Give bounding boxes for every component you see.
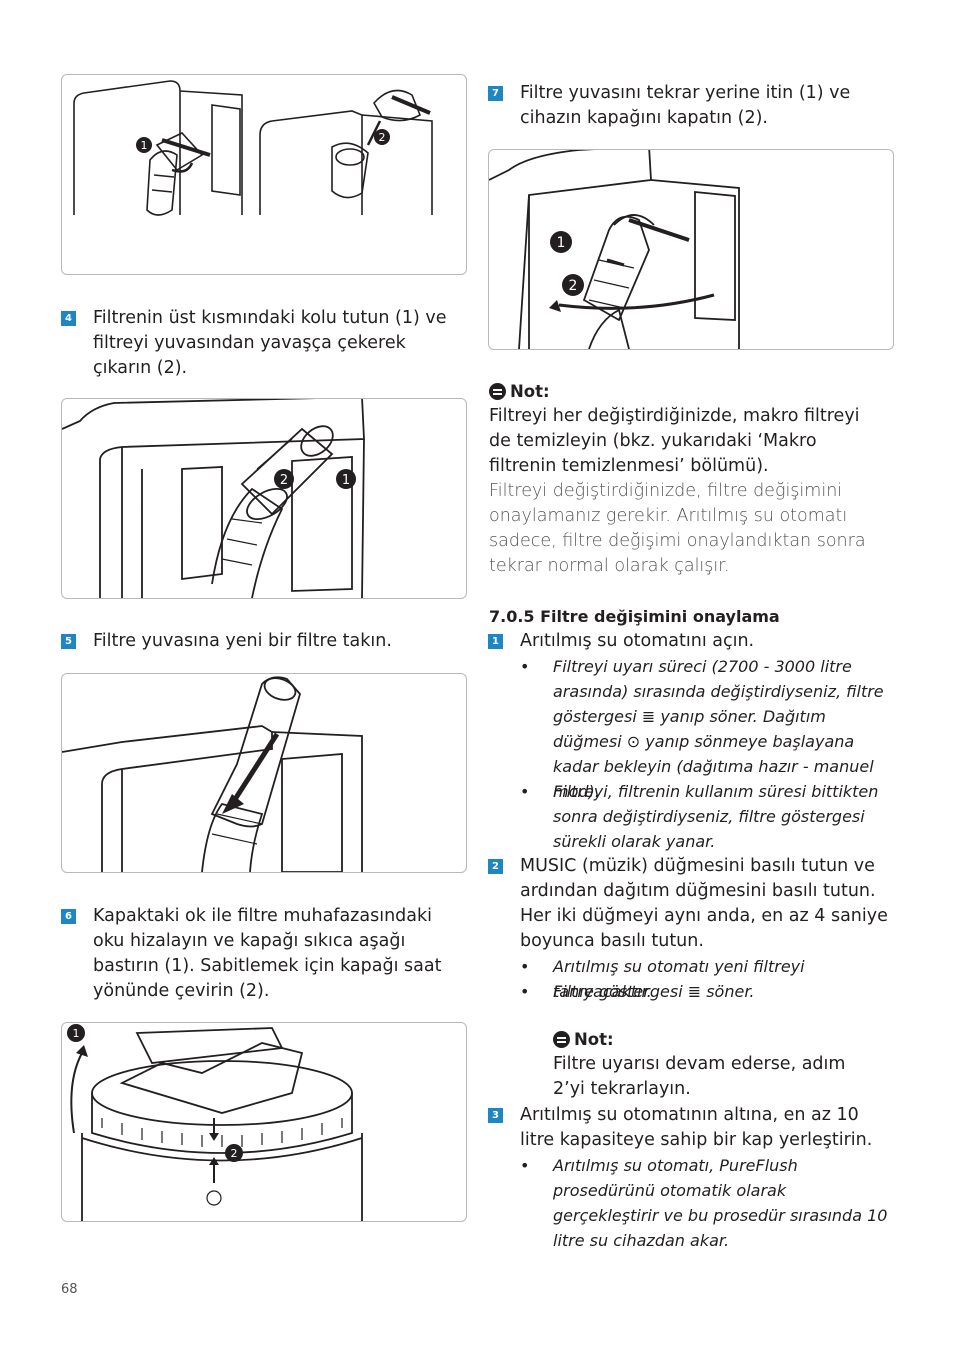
bullet-text: Filtreyi, filtrenin kullanım süresi bitt… [553,782,879,851]
step-number: 3 [488,1108,503,1123]
bullet-item: • Filtreyi, filtrenin kullanım süresi bi… [520,779,892,854]
step-number: 6 [61,909,76,924]
figure-remove-filter: 2 1 [61,398,467,599]
remove-label-2: 2 [280,473,288,488]
bullet-text: Arıtılmış su otomatı yeni filtreyi tanıy… [553,957,805,1001]
note-icon [553,1031,570,1048]
bullet-dot: • [520,957,530,976]
page-number: 68 [61,1282,78,1297]
twist-lever-illustration: 1 2 [73,80,433,216]
note-heading-text: Not: [574,1030,614,1049]
step-text: Kapaktaki ok ile filtre muhafazasındaki … [93,906,442,1001]
step-text: Arıtılmış su otomatının altına, en az 10… [520,1105,873,1150]
bullet-item: • Arıtılmış su otomatı, PureFlush prosed… [520,1153,896,1253]
step-text: Filtrenin üst kısmındaki kolu tutun (1) … [93,308,447,378]
bullet-dot: • [520,657,530,676]
note-heading: Not: [553,1029,614,1051]
confirm-step-3: 3 Arıtılmış su otomatının altına, en az … [488,1103,894,1153]
step-number: 7 [488,86,503,101]
bullet-text: Filtreyi uyarı süreci (2700 - 3000 litre… [553,657,884,801]
confirm-step-2: 2 MUSIC (müzik) düğmesini basılı tutun v… [488,854,894,954]
note-text: Filtreyi her değiştirdiğinizde, makro fi… [489,406,860,476]
section-title: 7.0.5 Filtre değişimini onaylama [489,607,780,626]
remove-label-1: 1 [342,473,350,488]
bullet-text: Filtre göstergesi ≣ söner. [553,982,755,1001]
bullet-item: • Filtre göstergesi ≣ söner. [520,979,892,1004]
step-number: 2 [488,859,503,874]
lid-label-1: 1 [557,235,566,251]
confirm-step-1: 1 Arıtılmış su otomatını açın. [488,629,894,654]
note-icon [489,383,506,400]
note-heading: Not: [489,381,550,403]
step-text: Filtre yuvasını tekrar yerine itin (1) v… [520,83,851,128]
figure-insert-filter [61,673,467,873]
twist-label-1: 1 [141,139,148,152]
step-number: 5 [61,634,76,649]
step-6: 6 Kapaktaki ok ile filtre muhafazasındak… [61,904,465,1004]
step-5: 5 Filtre yuvasına yeni bir filtre takın. [61,629,465,654]
cap-label-1: 1 [73,1027,80,1040]
cap-label-2: 2 [231,1147,238,1160]
lock-cap-illustration: 1 2 [67,1024,363,1221]
figure-lock-cap: 1 2 [61,1022,467,1222]
bullet-dot: • [520,982,530,1001]
figure-twist-lever: 1 2 [61,74,467,275]
bullet-dot: • [520,1156,530,1175]
insert-filter-illustration [62,676,363,872]
bullet-text: Arıtılmış su otomatı, PureFlush prosedür… [553,1156,888,1250]
step-4: 4 Filtrenin üst kısmındaki kolu tutun (1… [61,306,465,381]
bullet-dot: • [520,782,530,801]
step-number: 4 [61,311,76,326]
step-text: Arıtılmış su otomatını açın. [520,631,755,651]
step-text: MUSIC (müzik) düğmesini basılı tutun ve … [520,856,888,951]
remove-filter-illustration: 2 1 [62,399,365,598]
step-text: Filtre yuvasına yeni bir filtre takın. [93,631,392,651]
step-7: 7 Filtre yuvasını tekrar yerine itin (1)… [488,81,894,131]
bullet-item: • Filtreyi uyarı süreci (2700 - 3000 lit… [520,654,892,804]
bullet-item: • Arıtılmış su otomatı yeni filtreyi tan… [520,954,892,1004]
note-text: Filtre uyarısı devam ederse, adım 2’yi t… [553,1054,846,1099]
note-text-light: Filtreyi değiştirdiğinizde, filtre değiş… [489,481,866,576]
lid-label-2: 2 [569,278,578,294]
step-number: 1 [488,634,503,649]
twist-label-2: 2 [379,131,386,144]
note-heading-text: Not: [510,382,550,401]
figure-close-lid: 1 2 [488,149,894,350]
close-lid-illustration: 1 2 [489,150,740,349]
